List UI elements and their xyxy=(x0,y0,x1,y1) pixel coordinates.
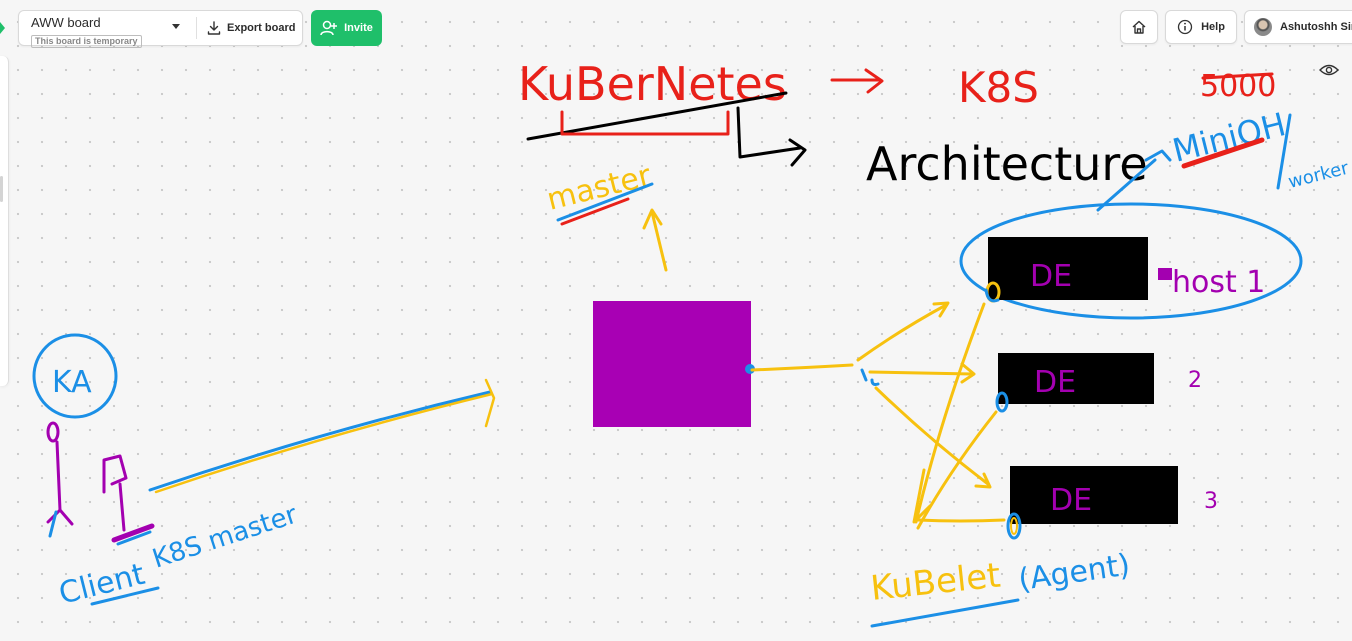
worker-label: worker xyxy=(1286,157,1351,192)
host-label: host 1 xyxy=(1172,265,1265,300)
agent-label: (Agent) xyxy=(1016,548,1132,598)
invite-button[interactable]: Invite xyxy=(311,10,382,46)
master-underline-red xyxy=(560,197,630,226)
arrow-to-node-1 xyxy=(856,301,950,362)
client-arrow-blue xyxy=(148,390,492,492)
arrow-to-node-3 xyxy=(874,386,992,489)
node-3-number: 3 xyxy=(1204,489,1218,514)
person-head xyxy=(46,421,60,443)
download-icon xyxy=(207,21,221,35)
k8s-arrow xyxy=(830,68,884,94)
k8s-master-label: K8S master xyxy=(149,500,301,575)
kubelet-line-1 xyxy=(914,302,986,524)
worker-highlight-ellipse xyxy=(959,202,1303,320)
kubelet-underline xyxy=(870,598,1020,628)
home-button[interactable] xyxy=(1120,10,1158,44)
ka-label: KA xyxy=(52,365,92,400)
client-underline xyxy=(90,586,160,606)
user-name: Ashutoshh Singh xyxy=(1280,21,1352,33)
kubelet-pin-3-inner xyxy=(1010,517,1018,535)
flag-pole xyxy=(118,482,126,532)
arrow-to-node-2 xyxy=(868,362,976,384)
minion-arrow xyxy=(1096,149,1172,212)
worker-node-3-label: DE xyxy=(1050,483,1092,518)
rail-handle[interactable] xyxy=(0,176,3,202)
toolbar-divider xyxy=(196,17,197,39)
kubelet-line-2 xyxy=(916,410,998,530)
node-2-number: 2 xyxy=(1188,368,1202,393)
eye-icon[interactable] xyxy=(1319,63,1339,77)
kubelet-pin-1-outline xyxy=(984,288,1000,303)
connection-tick xyxy=(860,368,880,386)
avatar xyxy=(1254,18,1272,36)
kubelet-arrowhead xyxy=(912,468,932,524)
connection-handle xyxy=(745,364,755,374)
ka-circle xyxy=(32,333,118,419)
title-kubernetes: KuBerNetes xyxy=(518,57,787,111)
left-toolbar-rail[interactable] xyxy=(0,56,9,386)
add-user-icon xyxy=(320,20,338,36)
help-label: Help xyxy=(1201,21,1225,33)
kubelet-line-3 xyxy=(916,518,1006,523)
count-strike xyxy=(1201,72,1274,80)
worker-node-3 xyxy=(1010,466,1178,524)
kubelet-label: KuBelet xyxy=(869,556,1003,609)
flag-base xyxy=(111,523,155,543)
temporary-badge: This board is temporary xyxy=(31,35,142,48)
board-menu: AWW board This board is temporary Export… xyxy=(18,10,303,49)
export-board-button[interactable]: Export board xyxy=(199,11,303,45)
worker-node-1 xyxy=(988,237,1148,300)
minion-label: MiniOH xyxy=(1169,105,1290,170)
minion-underline xyxy=(1181,137,1265,169)
help-button[interactable]: Help xyxy=(1165,10,1237,44)
title-bracket xyxy=(560,110,730,136)
k8s-label: K8S xyxy=(958,63,1039,112)
client-arrow-yellow xyxy=(154,378,496,494)
home-icon xyxy=(1132,20,1146,34)
master-node-box xyxy=(593,301,751,427)
kubelet-pin-3 xyxy=(1006,512,1022,540)
flag-base-blue xyxy=(116,530,152,546)
user-menu-button[interactable]: Ashutoshh Singh xyxy=(1244,10,1352,44)
board-name[interactable]: AWW board xyxy=(31,15,101,30)
side-accent xyxy=(0,22,5,34)
master-underline-blue xyxy=(556,182,654,222)
person-base xyxy=(48,510,58,538)
client-label: Client xyxy=(55,557,148,612)
person-body xyxy=(46,440,74,526)
board-title-area[interactable]: AWW board This board is temporary xyxy=(31,15,191,49)
export-board-label: Export board xyxy=(227,22,296,34)
chevron-down-icon[interactable] xyxy=(172,24,180,29)
worker-node-1-label: DE xyxy=(1030,259,1072,294)
invite-label: Invite xyxy=(344,22,373,34)
kubelet-pin-2 xyxy=(995,391,1009,413)
master-up-arrow xyxy=(642,208,668,272)
architecture-arrow xyxy=(736,106,807,167)
worker-node-2-label: DE xyxy=(1034,365,1076,400)
host-marker xyxy=(1158,268,1172,280)
flag-marker xyxy=(102,454,128,494)
architecture-label: Architecture xyxy=(866,137,1148,191)
title-underline xyxy=(526,91,788,141)
worker-node-2 xyxy=(998,353,1154,404)
info-icon xyxy=(1177,19,1193,35)
master-connection xyxy=(750,363,854,372)
minion-slash xyxy=(1276,113,1292,190)
